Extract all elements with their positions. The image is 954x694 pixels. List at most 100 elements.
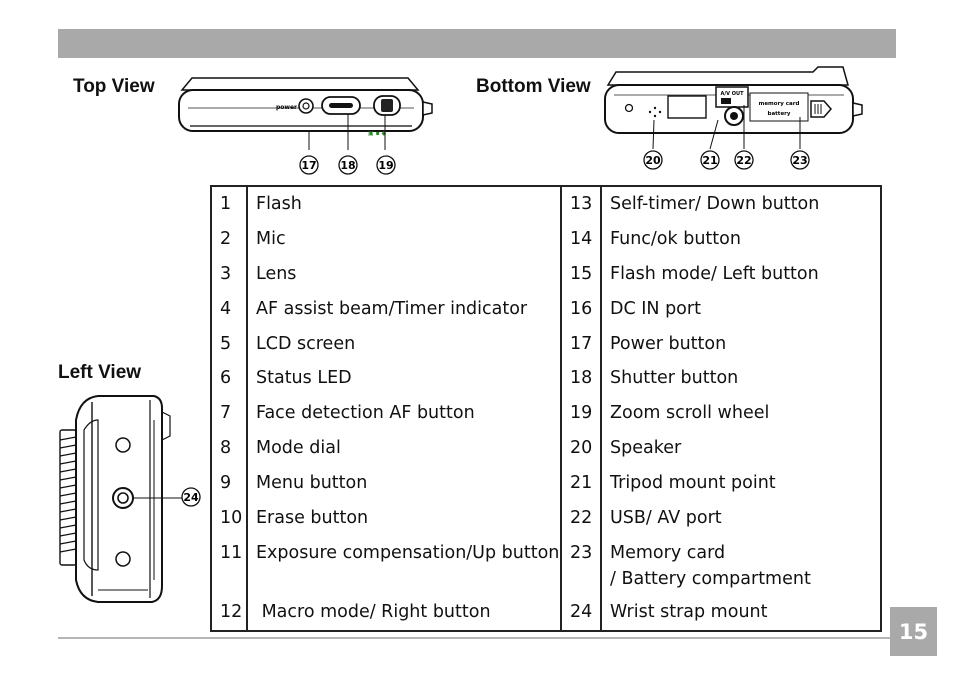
- top-view-label: Top View: [73, 76, 155, 97]
- top-view-illustration: power ▣ ▪ ◆ 17 18 19: [178, 77, 433, 175]
- part-label: AF assist beam/Timer indicator: [256, 298, 528, 319]
- part-label: Mic: [256, 228, 286, 249]
- card-door-label: [749, 92, 809, 122]
- strap-lug: [422, 101, 433, 116]
- part-number: 20: [570, 438, 593, 459]
- lens-barrel-side: [83, 419, 99, 571]
- part-number: 11: [220, 542, 243, 563]
- part-number: 17: [570, 333, 593, 354]
- part-number: 23: [570, 542, 593, 563]
- callout-23: 23: [792, 154, 807, 167]
- callout-line-20: [652, 119, 655, 150]
- bottom-view-label: Bottom View: [476, 76, 591, 97]
- zoom-marks: ▣ ▪ ◆: [368, 130, 387, 137]
- part-number: 1: [220, 194, 232, 214]
- part-label: USB/ AV port: [610, 508, 722, 529]
- parts-right-numbers: 13 14 15 16 17 18 19 20 21 22 23 24: [560, 185, 602, 632]
- callout-24: 24: [183, 491, 199, 504]
- callout-17: 17: [301, 159, 316, 172]
- callout-18-circle: [338, 155, 358, 175]
- part-label: Zoom scroll wheel: [610, 403, 770, 424]
- part-label: Status LED: [256, 368, 352, 389]
- part-number: 16: [570, 298, 593, 319]
- callout-17-circle: [299, 155, 319, 175]
- part-label: Lens: [256, 263, 297, 284]
- blank-spacer: [212, 571, 246, 595]
- part-number: 12: [220, 601, 243, 622]
- memory-card-text: memory card: [759, 101, 800, 107]
- mode-dial-ridges: [59, 436, 77, 553]
- part-number: 14: [570, 228, 593, 249]
- part-number: 22: [570, 508, 593, 529]
- callout-21-circle: [700, 150, 720, 170]
- page-number: 15: [890, 607, 937, 656]
- part-label: Menu button: [256, 473, 368, 494]
- callout-21: 21: [702, 154, 717, 167]
- part-label-continued: / Battery compartment: [610, 568, 811, 589]
- part-label: Self-timer/ Down button: [610, 194, 820, 214]
- parts-left-numbers: 1 2 3 4 5 6 7 8 9 10 11 12: [210, 185, 248, 632]
- part-label: Tripod mount point: [610, 473, 776, 494]
- wrist-strap-mount-inner: [117, 492, 129, 504]
- side-hole-top: [115, 437, 131, 453]
- part-number: 18: [570, 368, 593, 389]
- part-number: 4: [220, 298, 232, 319]
- bottom-label-plate: [667, 95, 707, 119]
- part-number: 15: [570, 263, 593, 284]
- tripod-mount-hole: [730, 112, 738, 120]
- part-label: Shutter button: [610, 368, 739, 389]
- part-number: 6: [220, 368, 232, 389]
- battery-text: battery: [768, 111, 791, 117]
- part-number: 8: [220, 438, 232, 459]
- callout-20-circle: [643, 150, 663, 170]
- left-strap-lug: [161, 411, 171, 441]
- callout-19: 19: [378, 159, 393, 172]
- part-label: LCD screen: [256, 333, 356, 354]
- part-number: 19: [570, 403, 593, 424]
- parts-right-labels: Self-timer/ Down button Func/ok button F…: [600, 185, 882, 632]
- part-number: 7: [220, 403, 232, 424]
- callout-18: 18: [340, 159, 355, 172]
- callout-23-circle: [790, 150, 810, 170]
- callout-24-circle: [181, 487, 201, 507]
- parts-left-labels: Flash Mic Lens AF assist beam/Timer indi…: [246, 185, 562, 632]
- part-label: Memory card: [610, 542, 726, 563]
- bottom-view-illustration: A/V OUT memory card battery 20 21 22 23: [604, 66, 863, 170]
- power-button-inner: [302, 102, 310, 110]
- side-hole-bottom: [115, 551, 131, 567]
- part-number: 24: [570, 601, 593, 622]
- part-label: Flash mode/ Left button: [610, 263, 819, 284]
- av-out-label: A/V OUT: [720, 91, 744, 97]
- part-number: 10: [220, 508, 243, 529]
- blank-spacer: [248, 571, 560, 595]
- bottom-view-upper-edge: [606, 66, 849, 86]
- callout-20: 20: [645, 154, 661, 167]
- part-label: Exposure compensation/Up button: [256, 542, 560, 563]
- blank-spacer: [562, 571, 600, 595]
- usb-av-port: [715, 86, 749, 108]
- part-label: Erase button: [256, 508, 369, 529]
- part-label: Mode dial: [256, 438, 341, 459]
- bottom-strap-lug: [852, 102, 863, 117]
- part-number: 13: [570, 194, 593, 214]
- left-view-label: Left View: [58, 362, 142, 383]
- speaker-grille: [648, 106, 662, 118]
- part-label: Speaker: [610, 438, 682, 459]
- part-label: Macro mode/ Right button: [256, 601, 491, 622]
- part-label: Power button: [610, 333, 727, 354]
- part-number: 21: [570, 473, 593, 494]
- power-button: [298, 98, 314, 114]
- callout-line-21: [709, 119, 719, 150]
- callout-19-circle: [376, 155, 396, 175]
- zoom-wheel-lever: [381, 99, 393, 112]
- part-label: Flash: [256, 194, 302, 214]
- part-number: 3: [220, 263, 232, 284]
- part-label: Wrist strap mount: [610, 601, 768, 622]
- usb-av-port-socket: [721, 98, 731, 104]
- screw-hole: [624, 103, 634, 113]
- part-number: 2: [220, 228, 232, 249]
- part-label: Func/ok button: [610, 228, 741, 249]
- part-number: 5: [220, 333, 232, 354]
- power-label: power: [276, 104, 297, 111]
- part-number: 9: [220, 473, 232, 494]
